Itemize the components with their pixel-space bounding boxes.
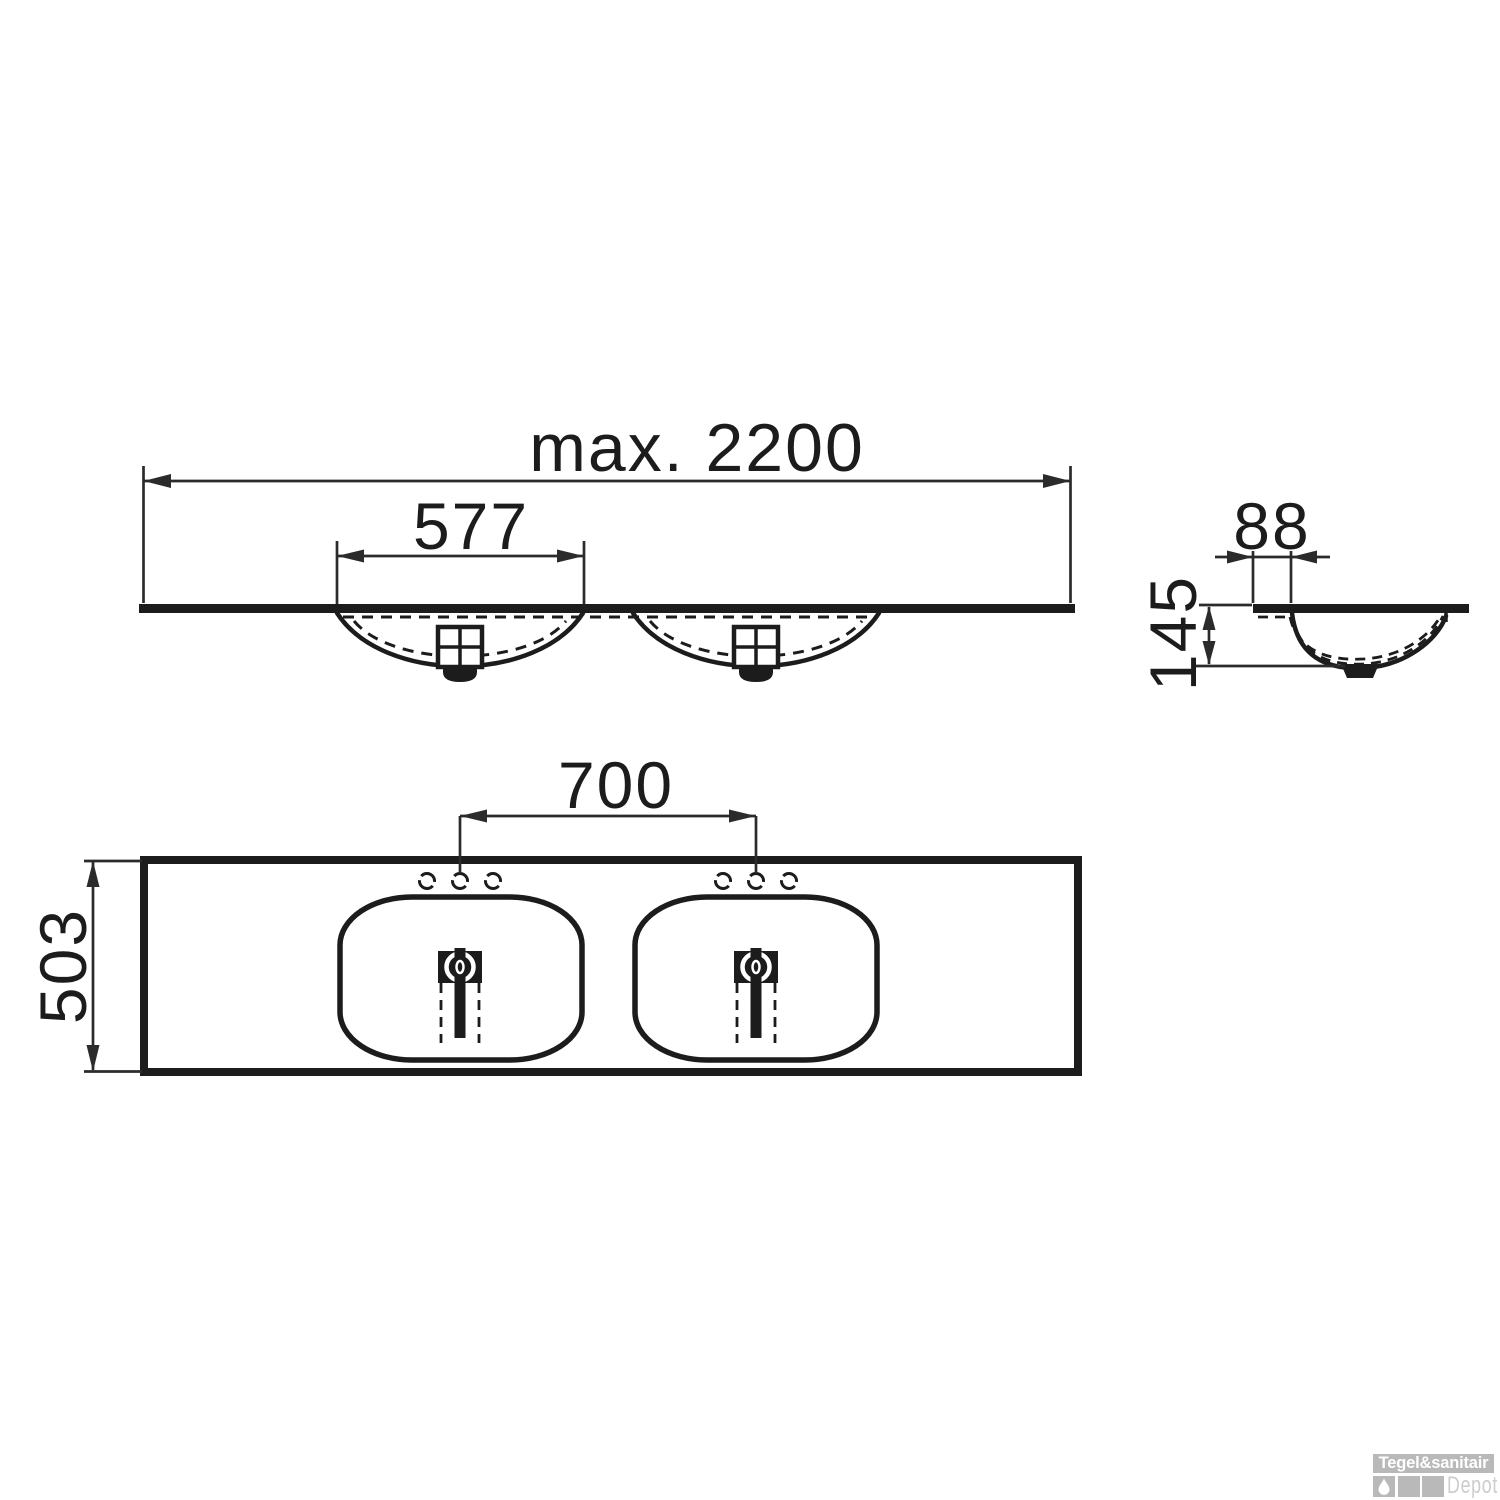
- watermark-brand-bar: Tegel&sanitair: [1373, 1454, 1494, 1473]
- faucet-hole: [450, 872, 469, 890]
- side-countertop-slab: [1253, 604, 1469, 613]
- dimension-label-total-width: max. 2200: [529, 410, 865, 486]
- front-left-drain: [435, 624, 485, 682]
- side-drain-trap: [1341, 664, 1379, 678]
- dimension-counter-depth: 503: [26, 859, 142, 1073]
- plan-right-drain: [734, 948, 778, 1043]
- dimension-rim-offset: 88: [1215, 489, 1330, 603]
- faucet-holes: [418, 872, 798, 890]
- water-droplet-icon: [1378, 1478, 1390, 1495]
- watermark-square-2: [1398, 1475, 1420, 1497]
- watermark-icon-row: Depot: [1373, 1472, 1500, 1499]
- front-view: max. 2200 577: [139, 410, 1075, 682]
- plan-view: 700 503: [26, 748, 1082, 1076]
- watermark-sub-text: Depot: [1447, 1471, 1499, 1499]
- dimension-tap-spacing: 700: [458, 748, 758, 873]
- dimension-basin-width: 577: [335, 489, 586, 604]
- watermark-square-3: [1422, 1475, 1444, 1497]
- side-view: 88 145: [1136, 489, 1469, 691]
- front-countertop-slab: [139, 604, 1075, 613]
- faucet-hole: [747, 872, 765, 890]
- faucet-hole: [483, 872, 502, 890]
- watermark-brand-text: Tegel&sanitair: [1378, 1454, 1489, 1472]
- faucet-hole: [780, 872, 798, 890]
- dimension-label-basin-depth: 145: [1136, 575, 1210, 691]
- dimension-label-rim-offset: 88: [1233, 489, 1310, 563]
- plan-countertop-outline: [140, 856, 1082, 1076]
- dimension-label-counter-depth: 503: [26, 908, 100, 1024]
- dimension-basin-depth: 145: [1136, 575, 1345, 691]
- dimension-label-tap-spacing: 700: [558, 748, 674, 822]
- dimension-total-width: max. 2200: [142, 410, 1072, 603]
- watermark-droplet-square: [1373, 1475, 1395, 1497]
- front-right-drain: [731, 624, 781, 682]
- dimension-label-basin-width: 577: [413, 489, 529, 563]
- watermark-logo: Tegel&sanitair Depot: [1373, 1454, 1500, 1499]
- faucet-hole: [714, 872, 732, 890]
- faucet-hole: [418, 872, 436, 890]
- plan-left-drain: [438, 948, 482, 1043]
